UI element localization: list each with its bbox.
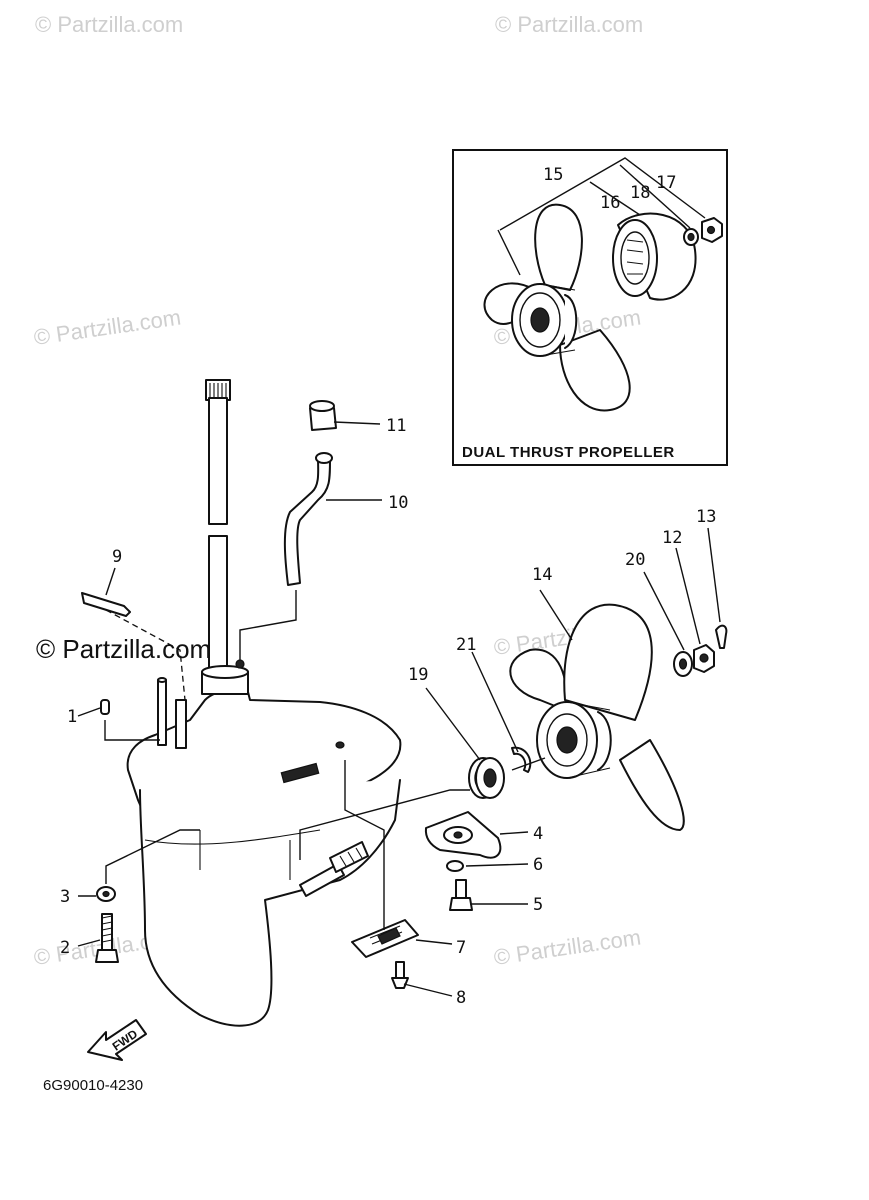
callout-10: 10 <box>388 493 408 513</box>
callout-21: 21 <box>456 635 476 655</box>
circlip-21 <box>511 746 532 773</box>
dual-thrust-propeller-inset: 15 16 17 18 DUAL THRUST PROPELLER <box>452 149 728 466</box>
callout-16: 16 <box>600 193 620 213</box>
trim-tab-4 <box>424 811 502 859</box>
callout-numbers: 1 2 3 4 5 6 7 8 9 10 11 12 13 14 19 20 2… <box>60 416 716 1008</box>
watermark-top-left: © Partzilla.com <box>35 12 183 37</box>
water-tube <box>283 400 337 586</box>
callout-3: 3 <box>60 887 70 907</box>
bolt-5 <box>449 879 473 911</box>
callout-15: 15 <box>543 165 563 185</box>
callout-12: 12 <box>662 528 682 548</box>
callout-7: 7 <box>456 938 466 958</box>
callout-4: 4 <box>533 824 543 844</box>
lower-case-housing <box>126 659 402 1027</box>
callout-5: 5 <box>533 895 543 915</box>
bolt-2 <box>95 913 119 963</box>
screw-8 <box>391 961 409 989</box>
callout-9: 9 <box>112 547 122 567</box>
anode-plate-9 <box>81 592 131 617</box>
drive-shaft <box>205 379 231 677</box>
forward-direction-arrow: FWD <box>87 1019 147 1061</box>
thrust-washer-19 <box>468 757 505 799</box>
callout-19: 19 <box>408 665 428 685</box>
watermark-top-right: © Partzilla.com <box>495 12 643 37</box>
leader-lines <box>77 421 721 997</box>
callout-13: 13 <box>696 507 716 527</box>
nut-12 <box>693 644 715 673</box>
anode-7 <box>351 919 419 958</box>
cotter-pin-13 <box>715 624 728 649</box>
callout-1: 1 <box>67 707 77 727</box>
watermark-bottom-right: © Partzilla.com <box>492 925 642 970</box>
drawing-code: 6G90010-4230 <box>43 1077 143 1094</box>
callout-18: 18 <box>630 183 650 203</box>
callout-8: 8 <box>456 988 466 1008</box>
callout-14: 14 <box>532 565 552 585</box>
watermark-mid-left: © Partzilla.com <box>32 305 182 350</box>
inset-title: DUAL THRUST PROPELLER <box>462 444 675 461</box>
callout-2: 2 <box>60 938 70 958</box>
washer-20 <box>673 651 693 677</box>
washer-6 <box>446 860 464 872</box>
washer-3 <box>96 886 116 902</box>
dowel-pin-1 <box>100 699 110 715</box>
callout-6: 6 <box>533 855 543 875</box>
callout-20: 20 <box>625 550 645 570</box>
watermark-center-left: © Partzilla.com <box>36 634 211 664</box>
callout-11: 11 <box>386 416 406 436</box>
propeller-14 <box>509 603 685 831</box>
callout-17: 17 <box>656 173 676 193</box>
